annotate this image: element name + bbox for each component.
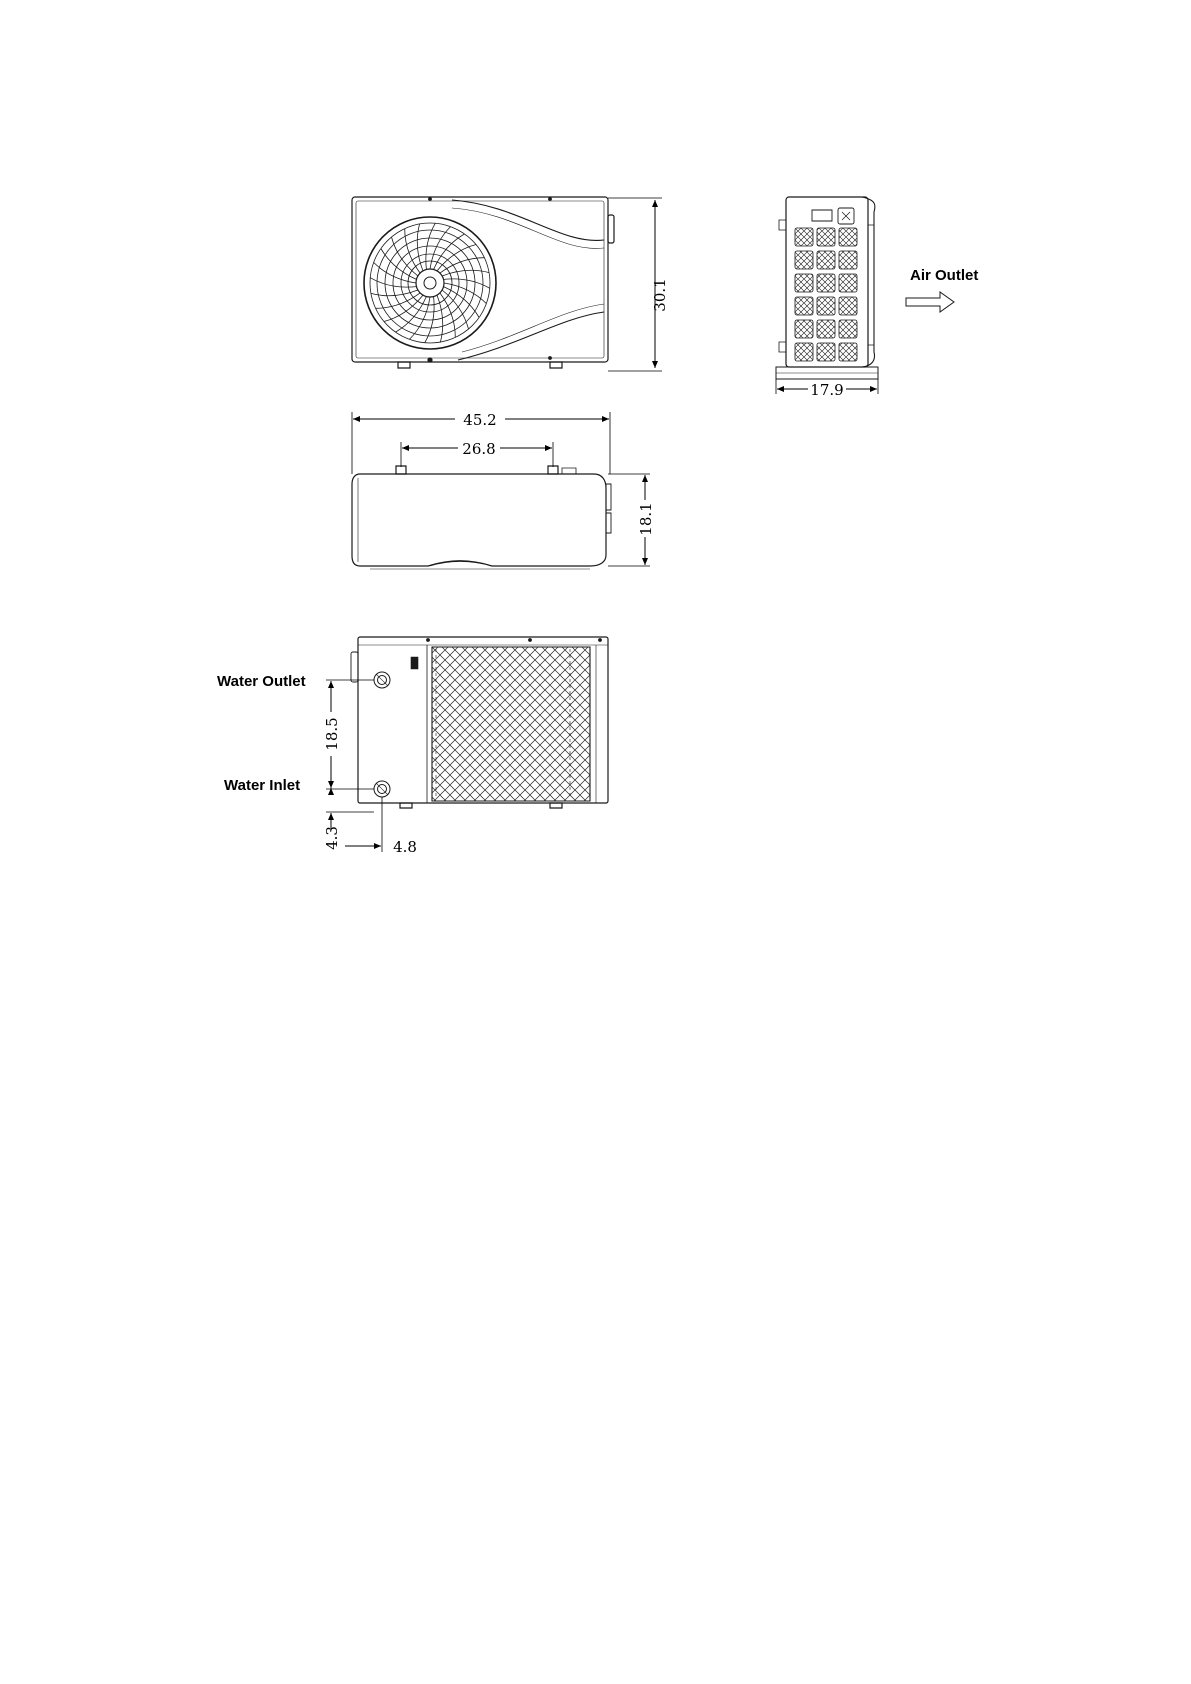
air-outlet-label: Air Outlet (910, 267, 978, 284)
side-grille-cell (839, 228, 857, 246)
side-grille-cell (839, 251, 857, 269)
side-grille-cell (817, 228, 835, 246)
dim-height-label: 30.1 (651, 278, 669, 311)
side-grille-cell (817, 320, 835, 338)
water-inlet-connector-icon (374, 781, 390, 797)
top-view (352, 466, 611, 569)
side-grille-cell (817, 297, 835, 315)
side-grille-cell (839, 274, 857, 292)
side-grille-cell (795, 274, 813, 292)
dim-width-label: 45.2 (463, 411, 496, 429)
water-inlet-label: Water Inlet (224, 777, 300, 794)
side-grille-cell (795, 228, 813, 246)
fan-icon (364, 217, 496, 349)
air-outlet-arrow-icon (906, 292, 954, 312)
water-outlet-label: Water Outlet (217, 673, 306, 690)
dim-top-depth-label: 18.1 (637, 502, 655, 535)
dim-depth-label: 17.9 (810, 381, 843, 399)
front-view-casing (352, 197, 608, 362)
dim-inlet-side-label: 4.8 (393, 838, 417, 856)
side-view (776, 197, 878, 379)
dim-pipe-spacing-label: 26.8 (462, 440, 495, 458)
dimension-inlet-bottom (326, 788, 374, 829)
side-grille-cell (795, 251, 813, 269)
dim-pipe-vertical-label: 18.5 (323, 717, 341, 750)
rear-view (351, 637, 608, 808)
side-grille-cell (839, 297, 857, 315)
dim-inlet-bottom-label: 4.3 (323, 826, 341, 850)
side-grille-cell (839, 320, 857, 338)
dimension-inlet-side (345, 797, 382, 852)
rear-grille (432, 647, 590, 801)
side-grille-cell (839, 343, 857, 361)
side-grille-cell (795, 297, 813, 315)
top-view-casing (352, 474, 606, 566)
front-view (352, 197, 614, 368)
water-outlet-connector-icon (374, 672, 390, 688)
side-grille-cell (817, 343, 835, 361)
side-grille-cell (795, 320, 813, 338)
side-grille-cell (795, 343, 813, 361)
side-grille-cell (817, 251, 835, 269)
side-grille-cell (817, 274, 835, 292)
